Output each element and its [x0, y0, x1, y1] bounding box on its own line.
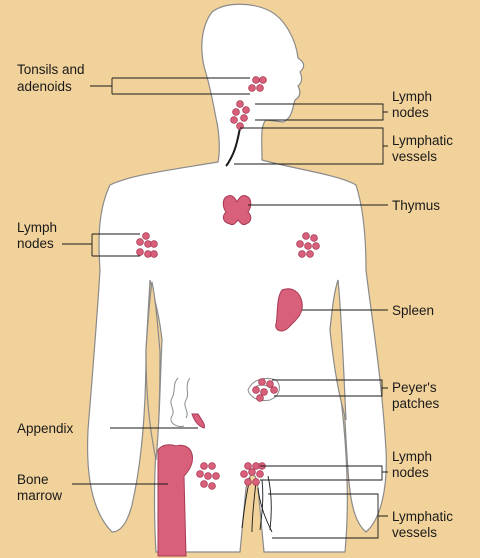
arm-nodes-left — [136, 232, 158, 258]
lymph-node — [150, 240, 158, 248]
lymph-node — [270, 386, 278, 394]
lymph-node — [302, 232, 310, 240]
peyers-patch-nodes — [252, 378, 278, 402]
lymph-node — [196, 470, 204, 478]
lymph-node — [258, 378, 266, 386]
lymph-node — [232, 108, 240, 116]
lymph-node — [240, 114, 248, 122]
leader-lymph-nodes-groin — [260, 465, 388, 481]
lymph-node — [312, 242, 320, 250]
pelvic-nodes — [196, 462, 220, 490]
leg-lymphatic-vessels — [241, 475, 273, 533]
leader-tonsils — [90, 77, 250, 95]
lymph-node — [296, 240, 304, 248]
right-arm-gap — [329, 279, 347, 421]
lymph-node — [242, 106, 250, 114]
spleen-organ — [275, 288, 303, 332]
thymus-organ — [222, 195, 252, 225]
lymph-node — [298, 250, 306, 258]
lymph-node — [150, 250, 158, 258]
label-appendix: Appendix — [17, 421, 74, 436]
leader-lymphatic-vessels-neck — [234, 127, 388, 165]
lymph-node — [244, 462, 252, 470]
label-lymphatic-vessels-leg: Lymphatic vessels — [392, 509, 457, 540]
lymph-node — [252, 478, 260, 486]
left-arm-gap — [145, 281, 161, 461]
label-peyers-patches: Peyer's patches — [392, 380, 440, 411]
lymph-node — [236, 100, 244, 108]
label-spleen: Spleen — [392, 303, 434, 318]
lymph-node — [306, 250, 314, 258]
lymph-node — [208, 462, 216, 470]
bone-marrow-organ — [157, 444, 193, 557]
leader-lymph-nodes-arm — [62, 233, 140, 257]
lymph-node — [200, 462, 208, 470]
lymph-node — [230, 116, 238, 124]
lymph-node — [142, 232, 150, 240]
label-lymph-nodes-neck: Lymph nodes — [392, 89, 436, 120]
lymph-node — [136, 238, 144, 246]
label-thymus: Thymus — [392, 198, 440, 213]
groin-nodes — [240, 462, 266, 486]
neck-nodes — [230, 100, 250, 130]
neck-lymphatic-vessel — [225, 127, 241, 167]
tonsil-nodes — [248, 76, 267, 92]
lymph-node — [260, 388, 268, 396]
lymph-node — [244, 478, 252, 486]
leader-lymph-nodes-neck — [255, 103, 388, 121]
lymph-node — [310, 234, 318, 242]
lymph-node — [266, 380, 274, 388]
label-tonsils-and-adenoids: Tonsils and adenoids — [17, 62, 88, 94]
lymph-node — [240, 470, 248, 478]
label-bone-marrow: Bone marrow — [17, 472, 62, 503]
lymph-node — [256, 394, 264, 402]
label-lymphatic-vessels-neck: Lymphatic vessels — [392, 133, 457, 164]
lymph-node-dots — [136, 76, 320, 490]
lymph-node — [204, 472, 212, 480]
label-lymph-nodes-arm: Lymph nodes — [17, 220, 61, 251]
leader-lines — [62, 77, 388, 539]
leader-lymphatic-vessels-leg — [268, 493, 388, 539]
lymph-node — [252, 386, 260, 394]
appendix-organ — [191, 413, 205, 429]
lymph-node — [248, 468, 256, 476]
lymph-node — [200, 480, 208, 488]
lymph-node — [256, 84, 264, 92]
leader-peyers-patches — [272, 379, 388, 397]
lymph-node — [248, 84, 256, 92]
label-lymph-nodes-groin: Lymph nodes — [392, 449, 436, 480]
lymph-node — [252, 76, 260, 84]
arm-nodes-right — [296, 232, 320, 258]
colon-outline — [170, 377, 191, 427]
lymph-node — [259, 76, 267, 84]
lymph-node — [208, 482, 216, 490]
lymph-node — [304, 242, 312, 250]
lymph-node — [212, 472, 220, 480]
lymph-node — [136, 248, 144, 256]
body-silhouette — [86, 3, 387, 553]
lymph-node — [256, 470, 264, 478]
